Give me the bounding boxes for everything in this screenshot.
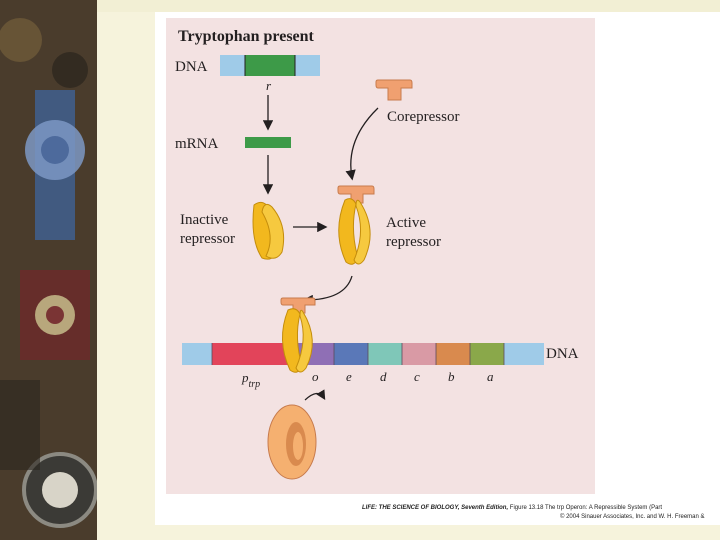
bound-repressor (280, 297, 316, 373)
figure-background (166, 18, 595, 494)
figure-credit-line2: © 2004 Sinauer Associates, Inc. and W. H… (560, 514, 705, 520)
corepressor-binding-arrow (345, 107, 379, 181)
mrna-strand (245, 137, 291, 148)
figure-title: Tryptophan present (178, 28, 315, 45)
active-repressor-label-line1: Active (386, 215, 426, 231)
medal-photo-art (0, 0, 97, 540)
dna-label-top: DNA (175, 59, 208, 75)
top-band (97, 0, 720, 12)
decorative-medal-photo (0, 0, 97, 540)
blocked-transcription-arrow (304, 389, 326, 401)
active-repressor (337, 185, 375, 265)
inactive-repressor (252, 201, 285, 260)
operator-label: o (312, 369, 319, 384)
gene-d-label: d (380, 369, 387, 384)
figure-credit-line1: LIFE: THE SCIENCE OF BIOLOGY, Seventh Ed… (362, 505, 663, 511)
rna-polymerase (267, 404, 317, 480)
promoter-label: ptrp (241, 370, 260, 390)
gene-c-label: c (414, 369, 420, 384)
mrna-label: mRNA (175, 136, 219, 152)
operon-dna (182, 343, 544, 365)
operator-binding-arrow (302, 275, 353, 306)
inactive-repressor-label-line2: repressor (180, 231, 235, 247)
gene-r-label: r (266, 78, 272, 93)
corepressor-label: Corepressor (387, 109, 459, 125)
dna-label-bottom: DNA (546, 346, 579, 362)
corepressor-molecule (375, 79, 413, 101)
active-repressor-label-line2: repressor (386, 234, 441, 250)
gene-e-label: e (346, 369, 352, 384)
inactive-repressor-label-line1: Inactive (180, 212, 229, 228)
regulator-gene-dna (220, 55, 320, 76)
gene-b-label: b (448, 369, 455, 384)
gene-a-label: a (487, 369, 494, 384)
